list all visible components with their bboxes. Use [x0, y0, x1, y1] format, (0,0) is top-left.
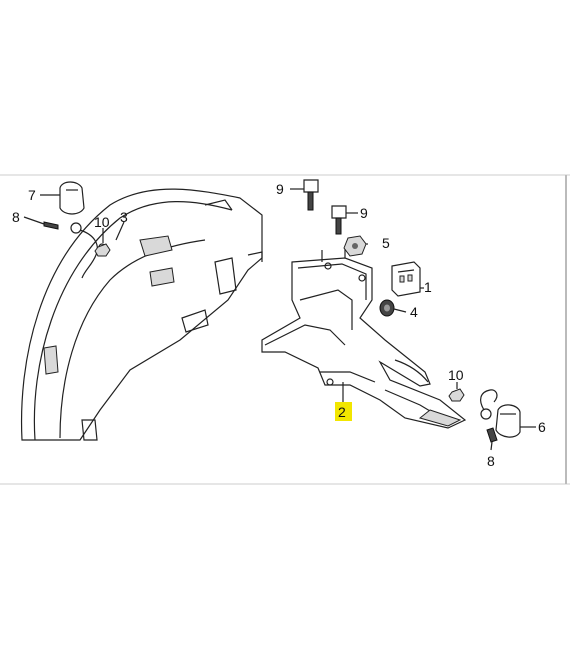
callout-8-left: 8 — [12, 209, 20, 225]
callout-6: 6 — [538, 419, 546, 435]
nut-10-left — [94, 243, 111, 257]
rear-fender-part — [20, 188, 263, 441]
callout-10-left: 10 — [94, 214, 110, 230]
callout-9-upper: 9 — [276, 181, 284, 197]
callout-5: 5 — [382, 235, 390, 251]
connector-part — [391, 261, 421, 297]
fender-bracket-part — [261, 248, 467, 429]
callout-1: 1 — [424, 279, 432, 295]
callout-4: 4 — [410, 304, 418, 320]
grommet-part — [379, 299, 395, 317]
right-lamp-part — [480, 389, 521, 443]
callout-10-right: 10 — [448, 367, 464, 383]
callout-3: 3 — [120, 209, 128, 225]
callout-9-lower: 9 — [360, 205, 368, 221]
bolt-9-lower — [331, 205, 347, 235]
bolt-9-upper — [303, 179, 319, 211]
nut-10-right — [448, 388, 465, 402]
callout-8-right: 8 — [487, 453, 495, 469]
nut-5-part — [343, 235, 367, 257]
callout-2-highlight — [335, 402, 352, 421]
callout-7: 7 — [28, 187, 36, 203]
leader-lines — [23, 188, 536, 451]
callout-2: 2 — [338, 404, 346, 420]
